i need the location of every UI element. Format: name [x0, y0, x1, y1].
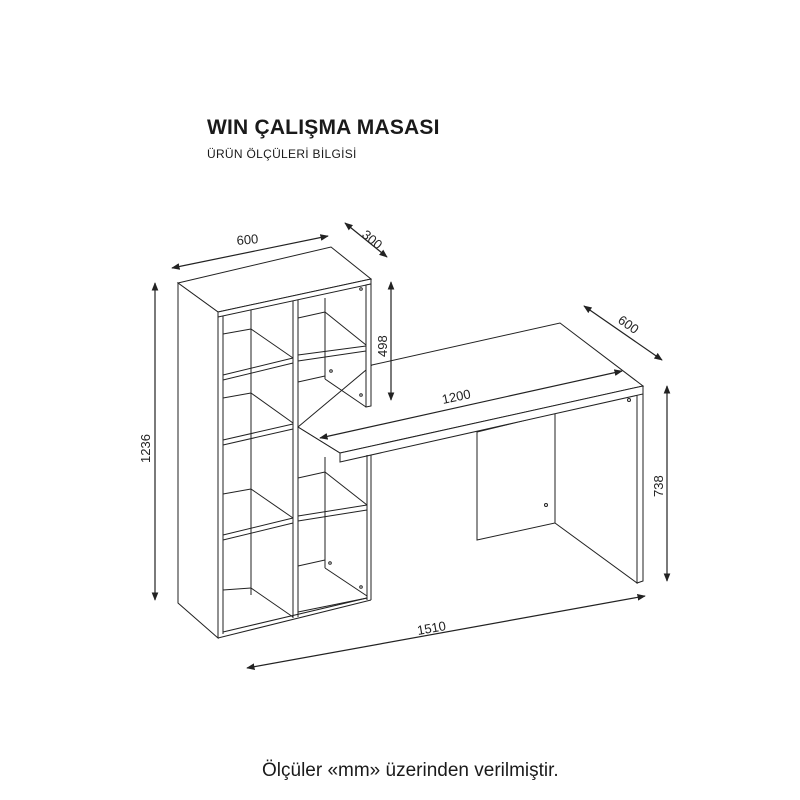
desk-depth-label: 600	[615, 312, 641, 337]
dimension-bookcase-depth: 300	[344, 222, 388, 258]
desk-right-leg-edge	[636, 391, 644, 584]
desk-width-label: 1200	[441, 386, 472, 407]
dimension-bookcase-width: 600	[171, 231, 329, 270]
total-height-label: 1236	[138, 434, 153, 463]
desk-back-panel	[476, 412, 556, 541]
bookcase-depth-label: 300	[359, 227, 385, 252]
desk-right-leg-inner	[554, 393, 638, 584]
dimension-desk-height: 738	[651, 385, 671, 582]
dimension-desk-width: 1200	[319, 369, 623, 440]
dimension-total-height: 1236	[138, 282, 159, 601]
bookcase-width-label: 600	[236, 231, 259, 248]
bookcase-side	[177, 282, 219, 640]
units-note: Ölçüler «mm» üzerinden verilmiştir.	[262, 760, 559, 781]
dimension-total-width: 1510	[246, 594, 646, 670]
desk-height-label: 738	[651, 475, 666, 497]
product-subtitle: ÜRÜN ÖLÇÜLERİ BİLGİSİ	[207, 147, 357, 161]
product-title: WIN ÇALIŞMA MASASI	[207, 116, 440, 139]
upper-height-label: 498	[375, 335, 390, 357]
desk	[297, 322, 645, 584]
total-width-label: 1510	[416, 618, 447, 638]
